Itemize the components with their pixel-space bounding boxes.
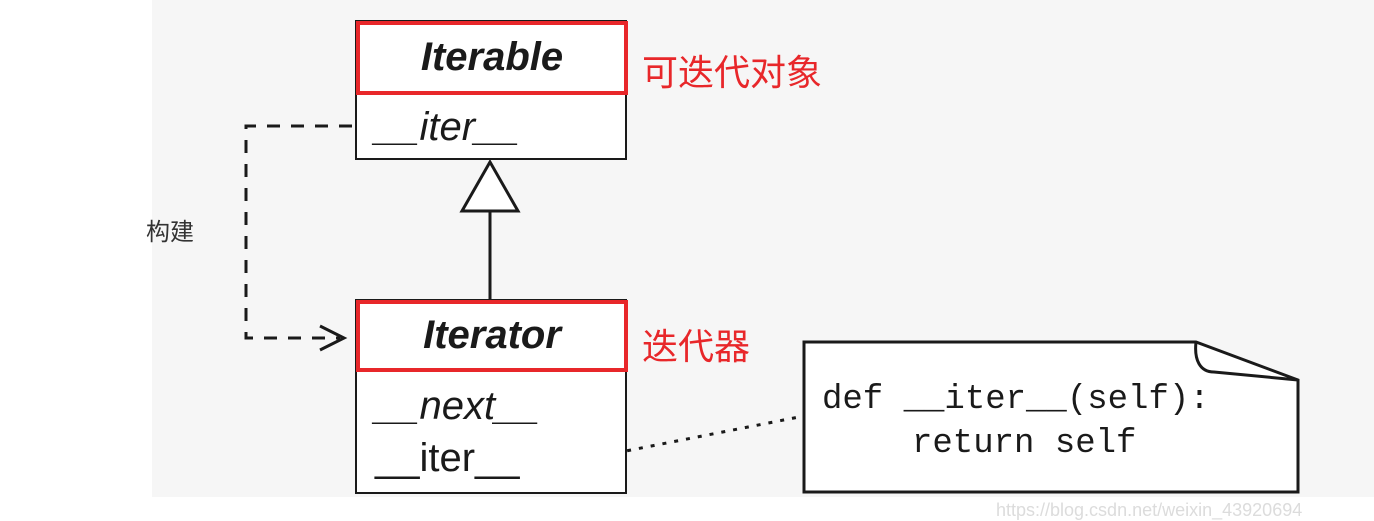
watermark: https://blog.csdn.net/weixin_43920694 <box>996 500 1303 520</box>
inheritance-triangle <box>459 158 521 213</box>
iterable-class-name: Iterable <box>356 21 628 95</box>
note-code-line-2: return self <box>912 425 1137 463</box>
build-label: 构建 <box>146 218 194 246</box>
iterable-class-box: Iterable __iter__ <box>355 20 628 160</box>
iterator-next-method: __next__ <box>375 384 540 428</box>
note-code-line-1: def __iter__(self): <box>822 381 1210 419</box>
iterator-class-name: Iterator <box>356 300 628 372</box>
build-arrowhead <box>319 324 348 352</box>
iterator-class-box: Iterator __next__ __iter__ <box>355 299 628 494</box>
note-box <box>802 340 1300 494</box>
iterator-annotation: 迭代器 <box>642 327 751 368</box>
iterator-iter-method: __iter__ <box>375 436 520 480</box>
iterable-iter-method: __iter__ <box>375 105 520 149</box>
note-fold <box>1194 341 1299 382</box>
build-dashed-arrow <box>244 124 352 340</box>
iterable-annotation: 可迭代对象 <box>642 53 823 94</box>
